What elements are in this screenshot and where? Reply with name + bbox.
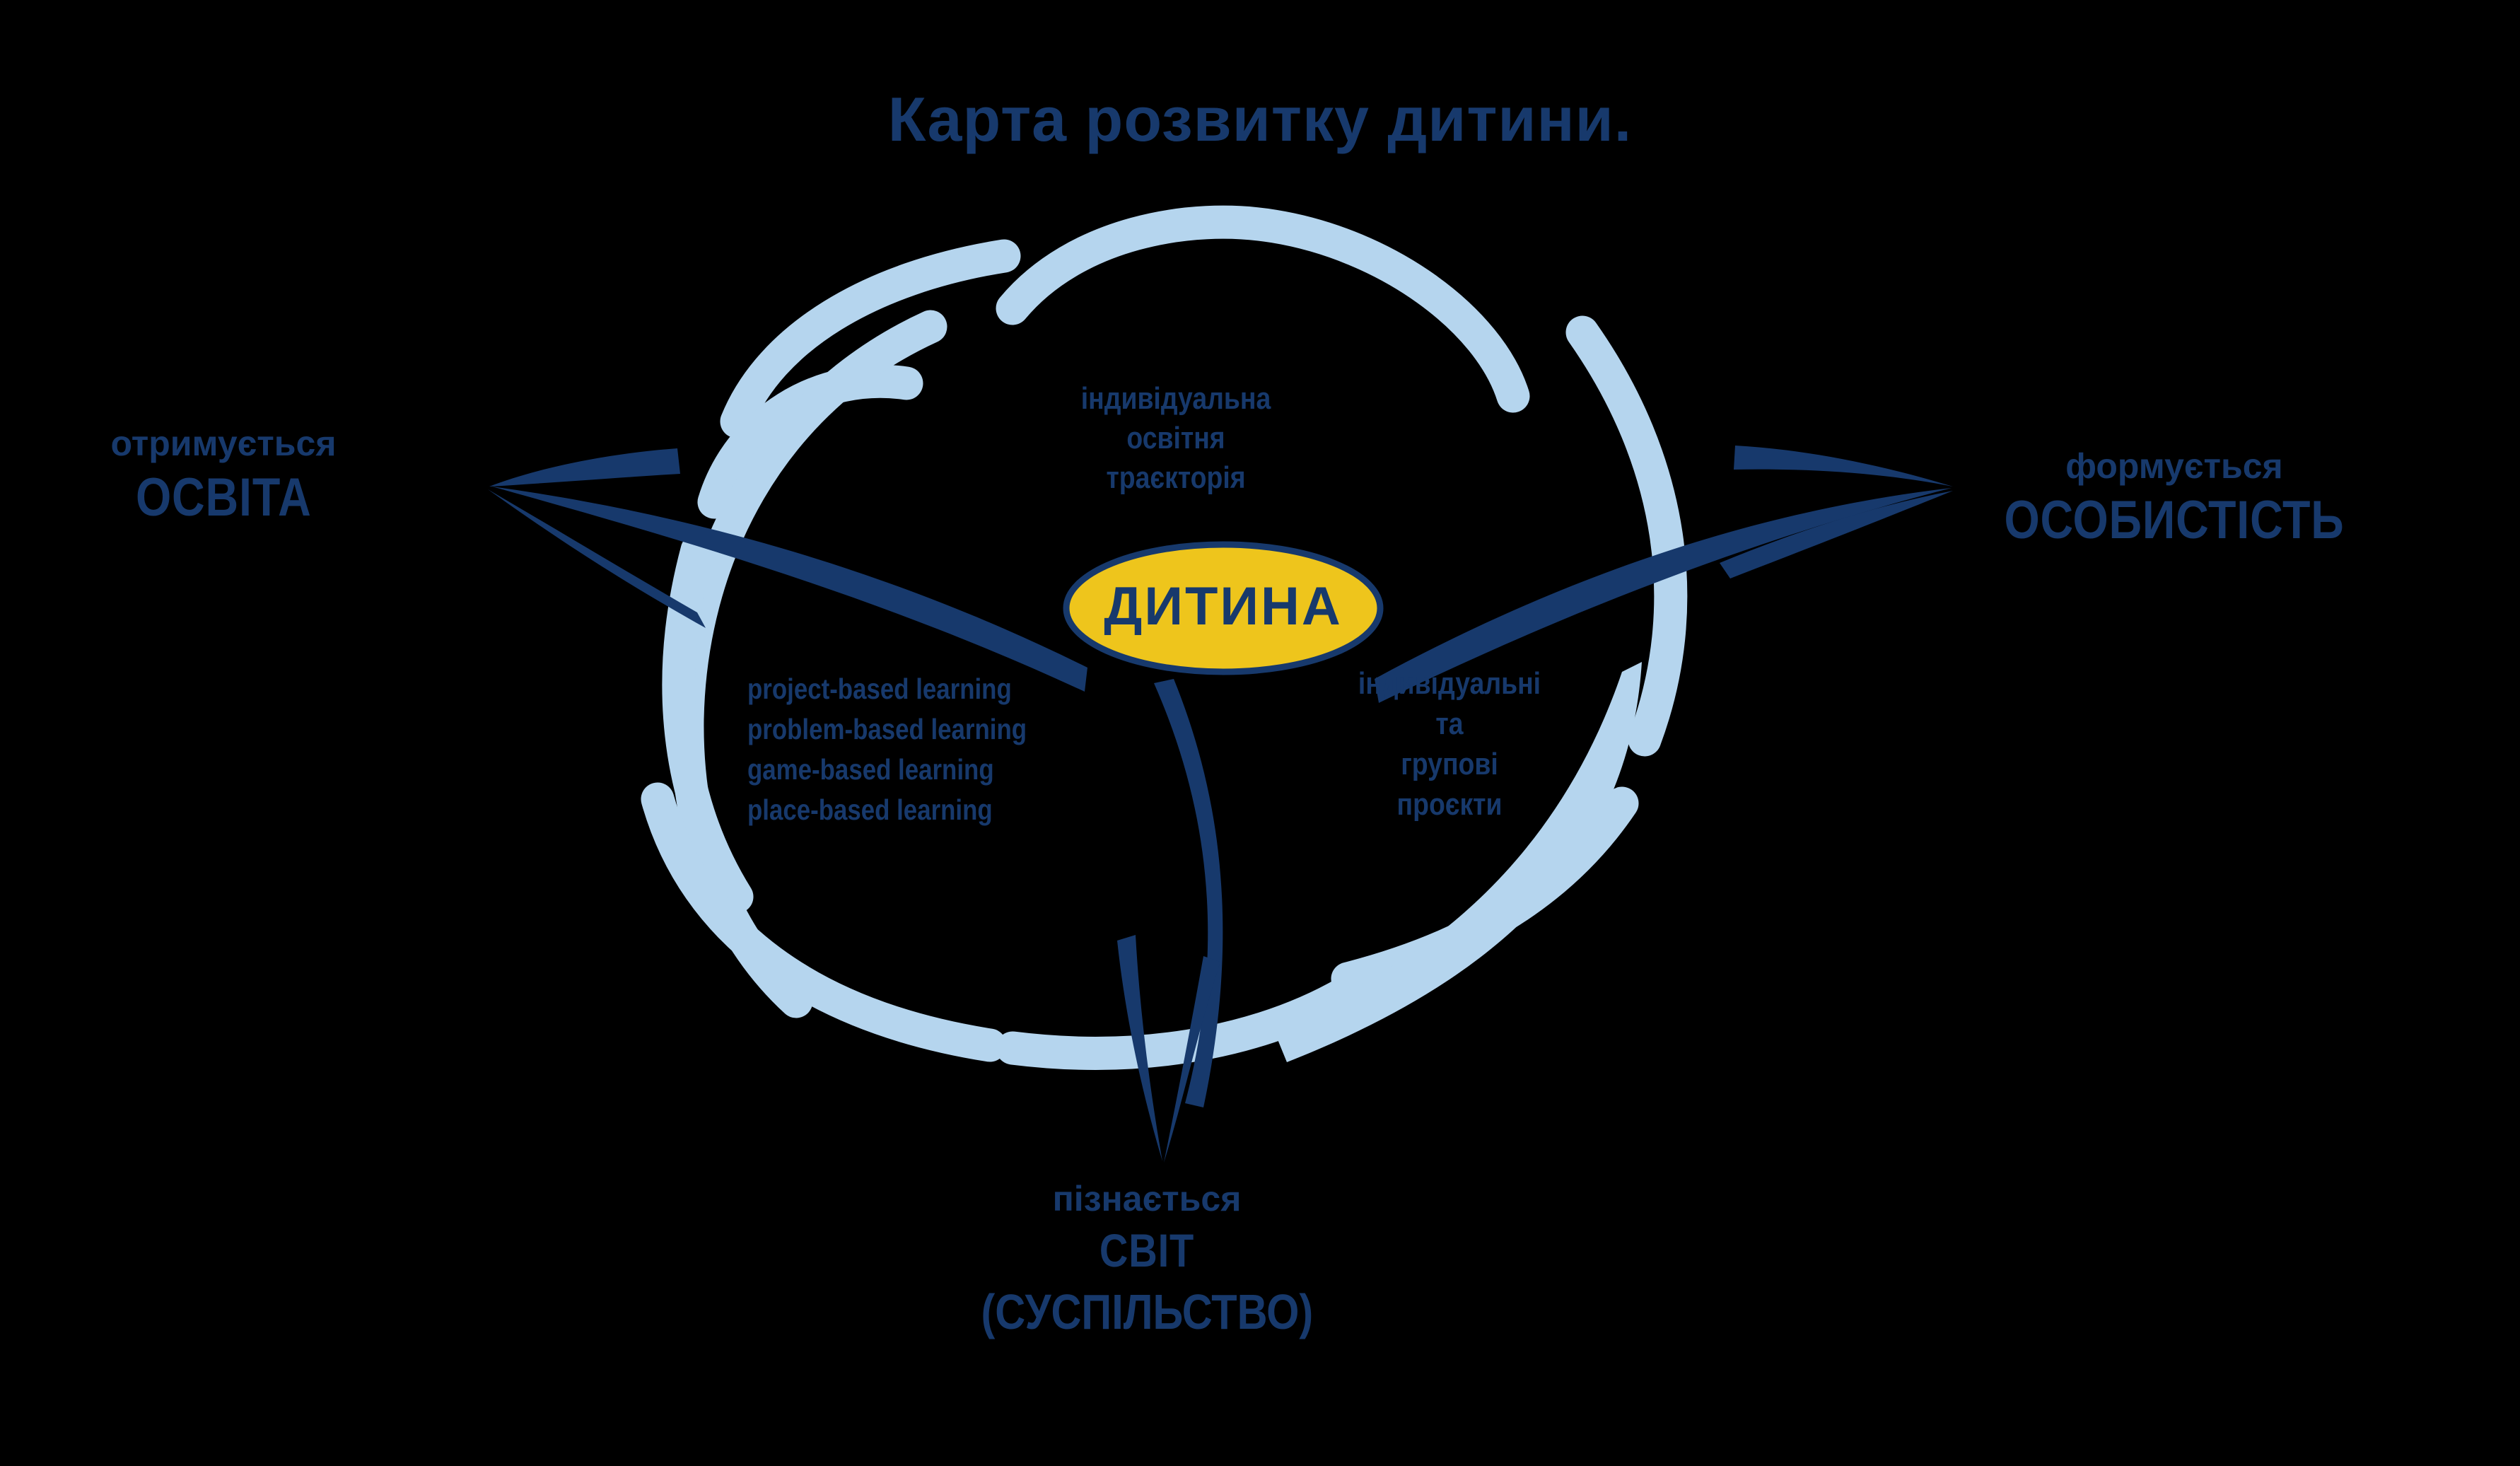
outcome-world-noun-detail: (СУСПІЛЬСТВО) xyxy=(928,1280,1366,1344)
outcome-personality-noun-text: ОСОБИСТІСТЬ xyxy=(2004,490,2345,550)
outcome-world-verb: пізнається xyxy=(1052,1179,1242,1218)
left-arrow-icon xyxy=(488,448,1087,692)
note-line: project-based learning xyxy=(747,673,1012,705)
outcome-world: пізнається СВІТ (СУСПІЛЬСТВО) xyxy=(928,1177,1366,1344)
note-line: та xyxy=(1435,706,1464,741)
outcome-education-noun: ОСВІТА xyxy=(33,465,414,530)
note-line: проєкти xyxy=(1396,787,1503,822)
page-title: Карта розвитку дитини. xyxy=(887,84,1633,154)
note-line: place-based learning xyxy=(747,793,993,826)
outcome-world-noun-detail-text: (СУСПІЛЬСТВО) xyxy=(981,1284,1313,1339)
note-line: індивідуальна xyxy=(1080,381,1271,416)
outcome-education-noun-text: ОСВІТА xyxy=(135,467,312,528)
outcome-education-verb: отримується xyxy=(110,424,337,463)
child-ellipse xyxy=(1063,541,1384,675)
note-line: групові xyxy=(1401,747,1498,781)
cloud-note-methods: project-based learning problem-based lea… xyxy=(747,669,1027,830)
outcome-personality-noun: ОСОБИСТІСТЬ xyxy=(1955,488,2393,553)
note-line: problem-based learning xyxy=(747,713,1027,745)
cloud-note-trajectory: індивідуальна освітня траєкторія xyxy=(1026,379,1326,498)
arrows xyxy=(488,446,1953,1163)
outcome-personality-verb: формується xyxy=(2065,446,2283,486)
outcome-education: отримується ОСВІТА xyxy=(33,421,414,530)
cloud-note-projects: індивідуальні та групові проєкти xyxy=(1300,663,1600,825)
note-line: траєкторія xyxy=(1106,460,1246,495)
outcome-world-noun-text: СВІТ xyxy=(1099,1224,1195,1276)
outcome-personality: формується ОСОБИСТІСТЬ xyxy=(1955,444,2393,553)
down-arrow-icon xyxy=(1117,679,1223,1163)
note-line: game-based learning xyxy=(747,753,994,786)
child-node-label: ДИТИНА xyxy=(1104,576,1343,636)
note-line: індивідуальні xyxy=(1358,666,1541,701)
note-line: освітня xyxy=(1126,421,1225,455)
right-arrow-icon xyxy=(1375,446,1953,703)
cloud-up-arrow-icon xyxy=(1271,662,1642,1062)
outcome-world-noun: СВІТ xyxy=(928,1221,1366,1280)
